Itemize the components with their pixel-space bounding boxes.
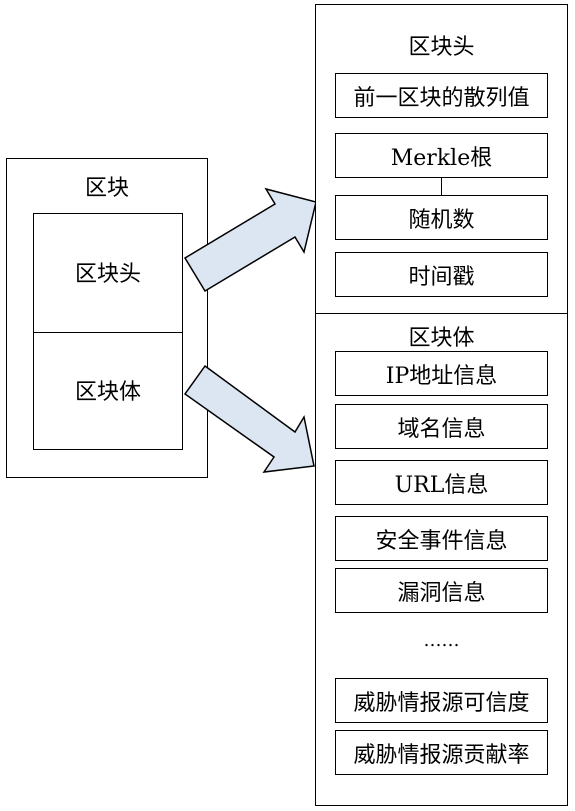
merkle-nonce-connector <box>441 178 443 195</box>
block-header-label: 区块头 <box>74 262 141 287</box>
body-field-security-events: 安全事件信息 <box>335 516 548 561</box>
body-ellipsis: …… <box>423 630 460 651</box>
header-field-nonce: 随机数 <box>335 195 548 240</box>
block-title: 区块 <box>84 176 129 201</box>
body-field-intel-credibility: 威胁情报源可信度 <box>335 678 548 723</box>
body-field-url: URL信息 <box>335 460 548 505</box>
block-body-section <box>33 332 183 450</box>
body-field-domain: 域名信息 <box>335 404 548 449</box>
body-field-ip: IP地址信息 <box>335 351 548 396</box>
header-field-prev-hash: 前一区块的散列值 <box>335 73 548 118</box>
header-field-merkle-root: Merkle根 <box>335 133 548 178</box>
body-panel-title: 区块体 <box>408 326 475 351</box>
arrow-to-body <box>183 364 315 473</box>
block-body-label: 区块体 <box>74 380 141 405</box>
arrow-to-header <box>183 187 317 293</box>
header-field-timestamp: 时间戳 <box>335 252 548 297</box>
header-panel-title: 区块头 <box>408 35 475 60</box>
body-field-vulnerabilities: 漏洞信息 <box>335 568 548 613</box>
body-field-intel-contribution: 威胁情报源贡献率 <box>335 730 548 775</box>
